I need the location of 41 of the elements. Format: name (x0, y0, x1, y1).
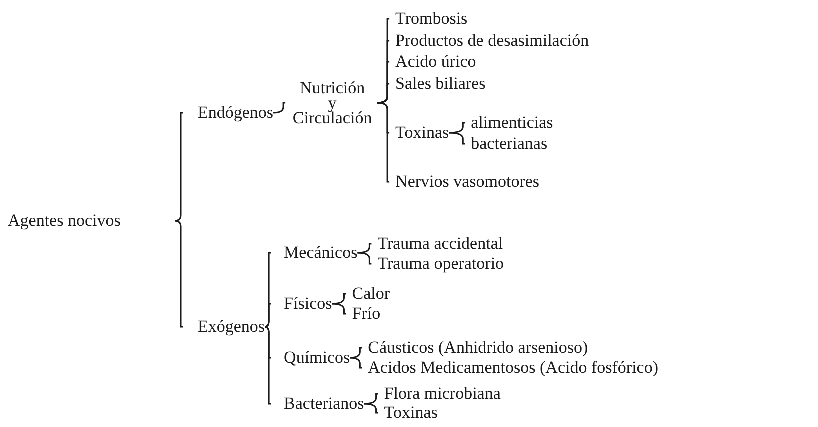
term-text: Trombosis (390, 9, 468, 29)
brace-connector (350, 347, 362, 359)
term-text: Nutrición y Circulación (286, 80, 378, 126)
brace-connector (449, 122, 466, 134)
term-text: alimenticias (465, 113, 554, 133)
brace-connector (378, 102, 390, 183)
term-text: Mecánicos (271, 243, 358, 263)
brace-connector (332, 303, 346, 315)
term-text: Trauma operatorio (372, 254, 504, 274)
brace-connector (358, 252, 372, 265)
brace-connector (358, 243, 372, 254)
brace-connector (274, 102, 286, 114)
brace-connector (264, 303, 272, 328)
term-text: Productos de desasimilación (390, 31, 590, 51)
brace-connector (174, 220, 183, 328)
brace-connector (364, 393, 378, 405)
brace-connector (378, 83, 390, 104)
term-text: Nervios vasomotores (390, 172, 540, 192)
brace-connector (364, 403, 378, 414)
term-text: Endógenos (183, 103, 274, 123)
term-text: Flora microbiana (378, 384, 501, 404)
term-text: Calor (346, 284, 390, 304)
term-text: Toxinas (390, 123, 450, 143)
term-text: Cáusticos (Anhidrido arsenioso) (362, 338, 588, 358)
term-text: Toxinas (378, 403, 438, 423)
term-text: Acidos Medicamentosos (Acido fosfórico) (362, 358, 659, 378)
brace-connector (350, 357, 362, 369)
term-text: Sales biliares (390, 74, 486, 94)
term-text: Físicos (271, 294, 332, 314)
term-text: Frío (346, 304, 381, 324)
brace-connector (264, 326, 272, 405)
term-text: Trauma accidental (372, 234, 504, 254)
term-text: Agentes nocivos (8, 211, 175, 231)
term-text: bacterianas (465, 134, 548, 154)
term-text: Bacterianos (271, 394, 364, 414)
term-text: Químicos (271, 348, 350, 368)
brace-connector (174, 112, 183, 222)
term-text: Acido úrico (390, 52, 476, 72)
brace-connector (332, 293, 346, 305)
brace-connector (449, 132, 466, 145)
term-text: Exógenos (183, 317, 266, 337)
